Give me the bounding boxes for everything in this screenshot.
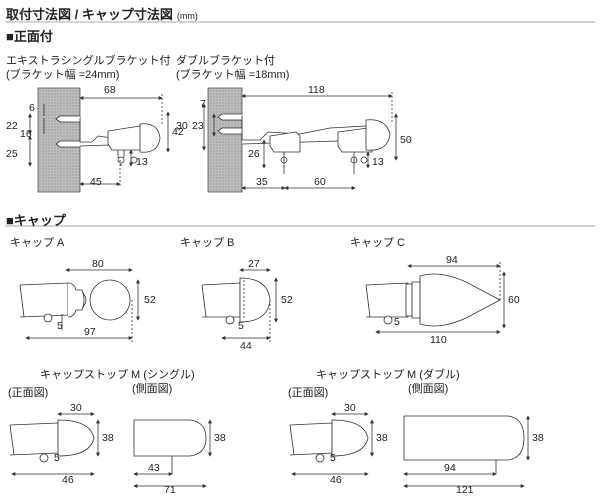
dim-label: 5 xyxy=(330,452,336,464)
dim-label: 121 xyxy=(456,484,474,496)
unit-label: (mm) xyxy=(176,11,198,21)
dim-label: 6 xyxy=(29,102,35,114)
wall-single xyxy=(37,87,81,193)
double-bracket-drawing xyxy=(202,87,398,193)
dim-label: 23 xyxy=(192,120,204,132)
dim-label: 13 xyxy=(136,156,148,168)
dim-label: 110 xyxy=(430,334,447,346)
dim-label: 5 xyxy=(57,320,63,332)
dim-label: 30 xyxy=(70,402,82,414)
cap-b-drawing xyxy=(201,268,278,344)
page-title: 取付寸法図 / キャップ寸法図(mm) xyxy=(6,4,198,23)
cap-c-label: キャップ C xyxy=(350,237,405,249)
dim-label: 44 xyxy=(240,340,252,352)
dim-label: 38 xyxy=(214,432,226,444)
dim-label: 35 xyxy=(256,176,268,188)
dim-label: 80 xyxy=(92,258,104,270)
dim-label: 94 xyxy=(446,254,458,266)
front-section-label: ■正面付 xyxy=(6,29,53,44)
cap-stop-single-front-label: (正面図) xyxy=(8,387,49,399)
dim-label: 26 xyxy=(248,148,260,160)
dim-label: 5 xyxy=(54,452,60,464)
dim-label: 13 xyxy=(372,156,384,168)
dim-label: 60 xyxy=(508,294,520,306)
double-caption-2: (ブラケット幅 =18mm) xyxy=(176,69,290,81)
dim-label: 38 xyxy=(102,432,114,444)
double-caption-1: ダブルブラケット付 xyxy=(176,55,275,67)
single-caption-1: エキストラシングルブラケット付 xyxy=(6,55,171,67)
dim-label: 25 xyxy=(6,148,18,160)
dim-label: 50 xyxy=(400,134,412,146)
cap-stop-double-front-label: (正面図) xyxy=(288,387,329,399)
dim-label: 38 xyxy=(376,432,388,444)
dim-label: 43 xyxy=(148,462,160,474)
cap-stop-double-side-label: (側面図) xyxy=(408,383,449,395)
dim-label: 60 xyxy=(314,176,326,188)
dim-label: 97 xyxy=(84,326,96,338)
cap-stop-single-drawing xyxy=(9,412,212,488)
dim-label: 5 xyxy=(394,316,400,328)
dim-label: 5 xyxy=(238,320,244,332)
dim-label: 45 xyxy=(90,176,102,188)
single-bracket-drawing xyxy=(28,87,170,193)
dim-label: 27 xyxy=(248,258,260,270)
cap-stop-double-drawing xyxy=(289,412,530,488)
dim-label: 22 xyxy=(6,120,18,132)
wall-double xyxy=(207,87,243,193)
dim-label: 30 xyxy=(344,402,356,414)
cap-b-label: キャップ B xyxy=(180,237,235,249)
dim-label: 16 xyxy=(20,128,32,140)
dim-label: 118 xyxy=(308,84,325,96)
dim-label: 52 xyxy=(281,294,293,306)
cap-c-drawing xyxy=(365,262,506,334)
dim-label: 52 xyxy=(144,294,156,306)
cap-section-label: ■キャップ xyxy=(6,213,66,228)
dim-label: 68 xyxy=(104,84,116,96)
dim-label: 46 xyxy=(330,474,342,486)
dim-label: 38 xyxy=(532,432,544,444)
cap-a-drawing xyxy=(19,268,140,344)
cap-a-label: キャップ A xyxy=(10,237,65,249)
cap-stop-single-side-label: (側面図) xyxy=(132,383,173,395)
single-caption-2: (ブラケット幅 =24mm) xyxy=(6,69,120,81)
dim-label: 42 xyxy=(172,126,184,138)
cap-stop-single-label: キャップストップ M (シングル) xyxy=(40,369,195,381)
page-title-text: 取付寸法図 / キャップ寸法図 xyxy=(6,7,173,22)
dim-label: 7 xyxy=(200,98,206,110)
dim-label: 46 xyxy=(62,474,74,486)
dim-label: 71 xyxy=(164,484,176,496)
dim-label: 94 xyxy=(444,462,456,474)
dim-label: 30 xyxy=(176,120,188,132)
cap-stop-double-label: キャップストップ M (ダブル) xyxy=(316,369,460,381)
